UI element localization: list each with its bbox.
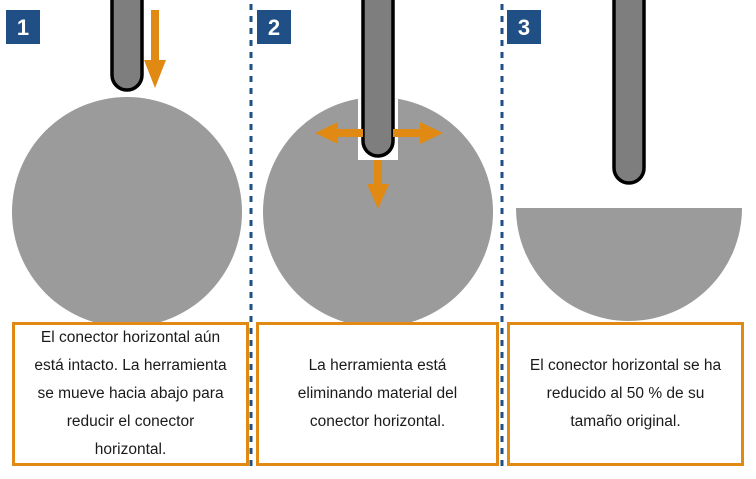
step-1-number: 1 <box>17 15 29 40</box>
step-2-panel: 2 <box>257 0 493 327</box>
connector-partially-cut <box>263 97 493 327</box>
step-2-number: 2 <box>268 15 280 40</box>
step-3-number: 3 <box>518 15 530 40</box>
cutting-tool <box>110 0 144 92</box>
cutting-tool <box>361 0 395 158</box>
step-1-badge: 1 <box>6 10 40 44</box>
step-1-panel: 1 <box>6 0 242 327</box>
step-3-badge: 3 <box>507 10 541 44</box>
arrow-right-icon <box>393 122 443 144</box>
arrow-left-icon <box>315 122 363 144</box>
arrow-down-icon <box>144 10 166 88</box>
step-2-caption: La herramienta está eliminando material … <box>297 357 458 430</box>
step-2-caption-box: La herramienta está eliminando material … <box>256 322 499 466</box>
step-1-caption: El conector horizontal aún está intacto.… <box>34 329 227 458</box>
step-3-caption-box: El conector horizontal se ha reducido al… <box>507 322 744 466</box>
cutting-tool <box>612 0 646 185</box>
connector-intact <box>12 97 242 327</box>
step-2-badge: 2 <box>257 10 291 44</box>
connector-reduced-half <box>516 208 742 321</box>
arrow-down-icon <box>367 160 389 209</box>
step-1-caption-box: El conector horizontal aún está intacto.… <box>12 322 249 466</box>
step-3-caption: El conector horizontal se ha reducido al… <box>529 357 722 430</box>
step-3-panel: 3 <box>507 0 742 321</box>
